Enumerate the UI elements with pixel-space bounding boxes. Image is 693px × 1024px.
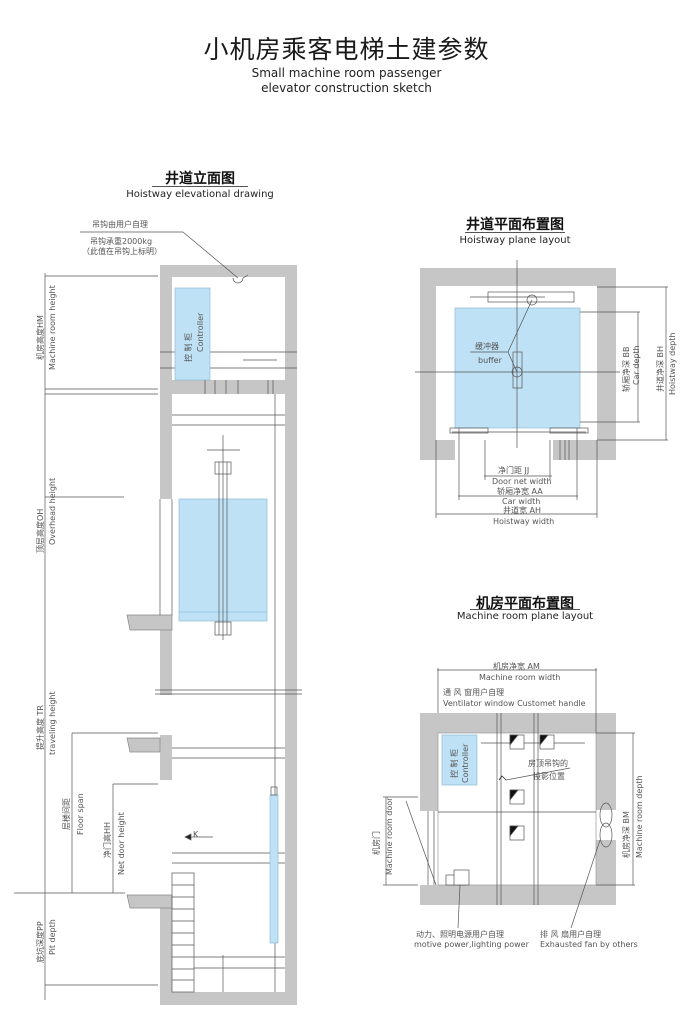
page-title: 小机房乘客电梯土建参数 [203,35,490,64]
dim-ah-en: Hoistway width [493,517,555,526]
hoistway-plan-drawing [415,260,668,518]
dim-door-en: Machine room door [385,797,394,875]
hoistway-plan-title-cn: 井道平面布置图 [466,217,564,233]
machine-room-plan-title-en: Machine room plane layout [456,611,594,622]
elevation-controller-cn: 控 制 柜 [184,332,193,362]
ventilator-label-cn: 通 风 窗用户自理 [443,688,505,697]
dim-oh-en: Overhead height [48,477,57,545]
dim-hh-en: Net door height [117,812,126,875]
dim-pp-cn: 底坑深度PP [36,921,45,963]
dim-bb-cn: 轿厢净深 BB [622,346,631,392]
hook-projection-cn-1: 房顶吊钩的 [528,759,568,768]
hoistway-plan-title-en: Hoistway plane layout [459,235,571,246]
hook-projection-cn-2: 投影位置 [533,772,565,781]
dim-bh-en: Hoistway depth [668,332,677,395]
subtitle-line-1: Small machine room passenger [251,66,442,80]
dim-aa-cn: 轿厢净宽 AA [497,487,543,496]
dim-hm-en: Machine room height [48,285,57,370]
dim-door-cn: 机房门 [372,831,381,855]
dim-pp-en: Pit depth [48,919,57,955]
machine-room-plan-drawing [383,668,635,929]
page-subtitle: Small machine room passenger elevator co… [0,66,693,96]
fan-label-cn: 排 风 扇用户自理 [540,930,602,939]
buffer-label-en: buffer [478,356,502,365]
dim-hm-cn: 机房高度HM [36,315,45,360]
elevation-title-en: Hoistway elevational drawing [126,189,274,200]
dim-aa-en: Car width [502,497,541,506]
subtitle-line-2: elevator construction sketch [261,81,432,95]
dim-am-en: Machine room width [479,673,561,682]
hook-note-1: 吊钩由用户自理 [92,220,148,229]
mr-controller-cn: 控 制 柜 [450,748,459,778]
dim-am-cn: 机房净宽 AM [493,662,540,671]
dim-tr-en: traveling height [48,691,57,755]
dim-bm-cn: 机房净深 BM [622,811,631,858]
elevation-title-rule [152,186,248,187]
buffer-label-cn: 缓冲器 [475,342,499,351]
dim-oh-cn: 顶层高度OH [36,508,45,553]
elevation-controller-en: Controller [196,312,205,352]
power-label-en: motive power,lighting power [414,940,529,949]
dim-jj-cn: 净门距 JJ [498,466,530,475]
machine-room-plan-title-cn: 机房平面布置图 [476,596,574,612]
hook-note-3: （此值在吊钩上标明） [82,247,162,256]
elevation-drawing [14,231,302,1005]
dim-jj-en: Door net width [492,477,552,486]
elevation-title-cn: 井道立面图 [165,171,235,187]
dim-tr-cn: 提升高度 TR [36,705,45,750]
power-label-cn: 动力、照明电源用户自理 [416,930,504,939]
dim-ah-cn: 井道宽 AH [503,506,542,515]
marker-k: K [193,830,199,839]
machine-room-plan-title-rule [470,609,580,610]
dim-floor-cn: 层楼间距 [62,798,71,830]
dim-floor-en: Floor span [76,793,85,835]
ventilator-label-en: Ventilator window Customet handle [443,699,586,708]
fan-label-en: Exhausted fan by others [540,940,638,949]
hook-note-2: 吊钩承重2000kg [90,237,153,246]
dim-bb-en: Car depth [632,345,641,385]
dim-bm-en: Machine room depth [635,775,644,858]
dim-hh-cn: 净门高HH [103,821,112,858]
mr-controller-en: Controller [461,743,470,783]
dim-bh-cn: 井道净深 BH [656,345,665,392]
hoistway-plan-title-rule [465,232,565,233]
